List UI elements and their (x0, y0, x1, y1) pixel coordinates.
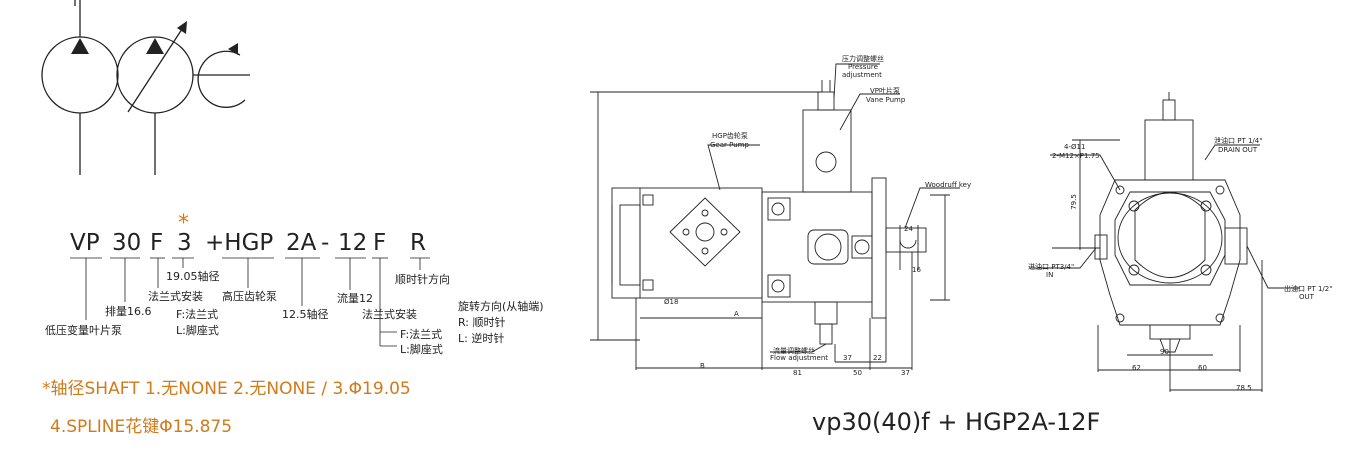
code-dash: - (321, 230, 330, 256)
label-in-cn: 进油口 PT3/4" (1028, 263, 1075, 271)
code-f2: F (373, 230, 387, 256)
side-view-drawing (590, 63, 960, 370)
dim-78-5: 78.5 (1236, 384, 1252, 392)
label-drain-en: DRAIN OUT (1218, 146, 1258, 154)
label-out-cn: 出油口 PT 1/2" (1284, 285, 1333, 293)
label-vp-en: Vane Pump (866, 96, 906, 104)
dim-37a: 37 (843, 354, 852, 362)
label-mount-foot: L:脚座式 (400, 343, 443, 356)
label-vp-cn: VP叶片泵 (870, 87, 901, 95)
label-displacement: 排量16.6 (105, 305, 152, 318)
code-f: F (150, 230, 164, 256)
label-flow-adj-cn: 流量调整螺丝 (773, 347, 815, 355)
label-rot-direction: 顺时针方向 (395, 273, 450, 286)
label-rot-direction-shaft: 旋转方向(从轴端) (458, 300, 544, 313)
label-flange-mount-1: 法兰式安装 (148, 290, 203, 303)
dim-22: 22 (873, 354, 882, 362)
code-3: 3 (177, 230, 192, 256)
dim-60: 60 (1198, 364, 1207, 372)
label-rot-cw: R: 顺时针 (458, 316, 506, 329)
label-out-en: OUT (1299, 293, 1314, 301)
hydraulic-symbol (41, 0, 250, 175)
shaft-star-marker: * (178, 211, 189, 236)
label-foot-option: L:脚座式 (176, 324, 219, 337)
label-rot-ccw: L: 逆时针 (458, 332, 505, 345)
label-pressure-adj-en2: adjustment (842, 71, 882, 79)
dim-16: 16 (912, 266, 921, 274)
dim-79-5: 79.5 (1069, 194, 1078, 210)
label-mount-flange: F:法兰式 (400, 328, 443, 341)
dim-b: B (700, 362, 705, 370)
dim-18: Ø18 (664, 298, 679, 306)
dim-24: 24 (904, 225, 913, 233)
code-r: R (410, 230, 426, 256)
dim-a: A (734, 310, 739, 318)
label-woodruff: Woodruff key (925, 181, 972, 189)
dim-m12: 2-M12×P1.75 (1052, 152, 1100, 160)
dim-81: 81 (793, 369, 802, 377)
label-flange-mount-2: 法兰式安装 (362, 308, 417, 321)
label-pressure-adj-cn: 压力调整螺丝 (842, 55, 884, 63)
label-hgp-en: Gear Pump (710, 141, 749, 149)
drawing-caption: vp30(40)f + HGP2A-12F (812, 408, 1101, 436)
code-vp: VP (70, 230, 100, 256)
label-shaft-diameter: 19.05轴径 (166, 270, 220, 283)
code-leaders (70, 257, 430, 347)
code-2a: 2A (286, 230, 317, 256)
shaft-note-line-2: 4.SPLINE花键Φ15.875 (50, 417, 233, 437)
label-flow-12: 流量12 (337, 292, 373, 305)
front-view-drawing (1030, 92, 1300, 392)
label-hp-gear-pump: 高压齿轮泵 (222, 290, 277, 303)
label-low-pressure-vane: 低压变量叶片泵 (45, 324, 122, 337)
label-shaft-12-5: 12.5轴径 (282, 308, 329, 321)
label-flow-adj-en: Flow adjustment (770, 354, 829, 362)
dim-4-holes: 4-Ø11 (1064, 143, 1086, 151)
label-flange-option: F:法兰式 (176, 308, 219, 321)
label-pressure-adj-en1: Pressure (848, 63, 878, 71)
label-in-en: IN (1046, 271, 1054, 279)
dim-90: 90 (1160, 348, 1169, 356)
shaft-note-line-1: *轴径SHAFT 1.无NONE 2.无NONE / 3.Φ19.05 (42, 379, 411, 399)
dim-37b: 37 (901, 369, 910, 377)
label-drain-cn: 泄油口 PT 1/4" (1214, 137, 1263, 145)
dim-50: 50 (853, 369, 862, 377)
code-30: 30 (112, 230, 142, 256)
code-12: 12 (338, 230, 368, 256)
dim-62: 62 (1132, 364, 1141, 372)
code-hgp: +HGP (205, 230, 274, 256)
label-hgp-cn: HGP齿轮泵 (712, 132, 748, 140)
